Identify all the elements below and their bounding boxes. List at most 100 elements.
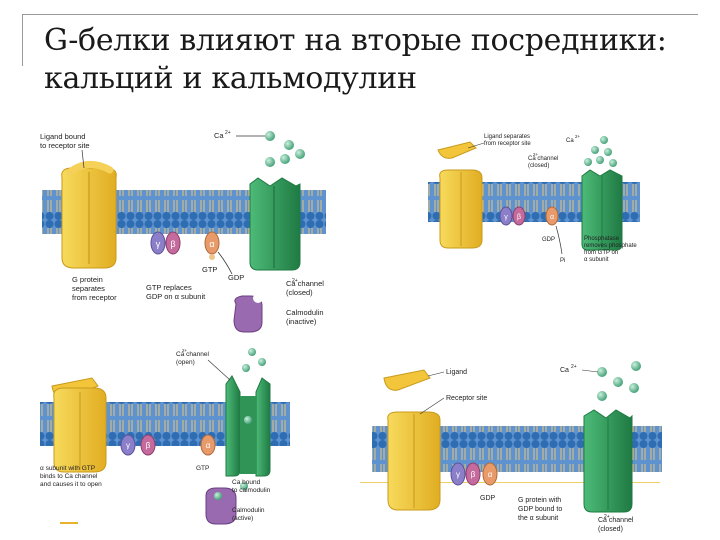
phosphatase-label-3: from GTP on (584, 250, 618, 256)
ligand-separates-label-1: Ligand separates (484, 134, 530, 140)
g-protein-label-2: separates (72, 284, 105, 293)
gamma-label-1: γ (156, 239, 161, 249)
decor-line-bottom-right (360, 482, 660, 483)
ca-ion (596, 156, 604, 164)
channel-open-label-1: Ca channel (176, 351, 209, 358)
ca-ion (609, 159, 617, 167)
leader-line (427, 371, 445, 377)
calcium-channel-3-open (225, 375, 271, 477)
receptor-2 (439, 169, 483, 249)
channel-sup-4: 2+ (604, 514, 610, 520)
gtp-label-1: GTP (202, 265, 217, 274)
channel-sup-2: 2+ (533, 152, 539, 157)
gamma-subunit-4 (450, 462, 466, 486)
ca-ion (597, 367, 607, 377)
slide-title: G-белки влияют на вторые посредники: кал… (44, 22, 704, 98)
alpha-gtp-label-3: and causes it to open (40, 481, 102, 488)
alpha-label-4: α (488, 470, 493, 479)
gamma-subunit-1 (150, 231, 166, 255)
phosphatase-label-1: Phosphatase (584, 236, 620, 242)
channel-sup-1: 2+ (292, 278, 298, 284)
ca-ion (629, 383, 639, 393)
leader-line (419, 397, 445, 415)
ca-sup-2: 2+ (575, 134, 581, 139)
beta-subunit-1 (165, 231, 181, 255)
ligand-2 (437, 141, 477, 159)
channel-closed-label-2-1: Ca channel (528, 156, 558, 162)
cal-active-label-2: (active) (232, 515, 253, 522)
pi-arrow-2 (555, 225, 563, 255)
g-protein-label-1: G protein (72, 275, 103, 284)
g-protein-4: γ β α (450, 462, 498, 486)
ca-ion (265, 157, 275, 167)
gtp-dot-1 (209, 254, 215, 260)
calcium-channel-1 (249, 177, 301, 271)
gdp-arrow-1 (217, 251, 233, 275)
ligand-4 (383, 369, 431, 391)
ca-ion (591, 146, 599, 154)
calcium-ions-4 (597, 361, 641, 401)
alpha-label-3: α (206, 441, 211, 450)
channel-open-label-2: (open) (176, 359, 195, 366)
ca-ion (280, 154, 290, 164)
alpha-subunit-3 (200, 434, 216, 456)
ca-label-2: Ca (566, 138, 574, 144)
ca-ion (244, 416, 252, 424)
g-protein-gdp-label-1: G protein with (518, 497, 561, 504)
receptor-3 (53, 387, 107, 473)
ca-sup-4: 2+ (571, 364, 577, 370)
ca-ion (240, 482, 248, 490)
alpha-label-2: α (550, 214, 554, 221)
gamma-label-3: γ (126, 441, 130, 450)
gtp-replaces-label-2: GDP on α subunit (146, 292, 206, 301)
alpha-subunit-4 (482, 462, 498, 486)
calcium-ions-3 (240, 348, 266, 490)
calmodulin-1 (233, 293, 263, 333)
channel-closed-label-1: Ca channel (286, 279, 324, 288)
panel-4: γ β α Ligand Receptor site Ca 2+ GDP G p… (372, 361, 662, 533)
calmodulin-3-active (205, 487, 237, 525)
ca-label-4: Ca (560, 367, 569, 374)
ca-ion (258, 358, 266, 366)
ligand-separates-label-2: from receptor site (484, 141, 531, 147)
calcium-channel-4 (583, 409, 633, 513)
ligand-bound-label-1: Ligand bound (40, 132, 85, 141)
ca-bound-label-1: Ca bound (232, 479, 261, 486)
leader-line (467, 142, 485, 149)
g-protein-2: γ β α (499, 206, 559, 226)
calcium-ions-1 (265, 131, 305, 167)
decor-line-bottom-left (60, 522, 78, 524)
beta-subunit-4 (465, 462, 481, 486)
gdp-label-2: GDP (542, 237, 555, 243)
gamma-label-4: γ (456, 470, 460, 479)
gamma-subunit-3 (120, 434, 136, 456)
receptor-site-label-4: Receptor site (446, 395, 487, 402)
g-protein-3: γ β α (120, 434, 216, 456)
pi-label-2: Pi (560, 258, 565, 264)
ligand-bound-label-2: to receptor site (40, 141, 90, 150)
beta-subunit-3 (140, 434, 156, 456)
channel-closed-label-2: (closed) (286, 288, 313, 297)
alpha-gtp-label-2: binds to Ca channel (40, 473, 98, 480)
g-protein-label-3: from receptor (72, 293, 117, 302)
gamma-subunit-2 (499, 206, 513, 226)
frame-line-top (22, 14, 698, 15)
leader-line (581, 369, 599, 373)
ca-ion (631, 361, 641, 371)
slide-title-line-1: G-белки влияют на вторые посредники: (44, 23, 667, 58)
frame-line-left (22, 14, 23, 66)
beta-label-2: β (517, 214, 521, 221)
ca-bound-label-2: to calmodulin (232, 487, 271, 494)
alpha-label-1: α (209, 239, 214, 249)
ca-ion (584, 158, 592, 166)
receptor-4 (387, 411, 441, 511)
leader-line (81, 149, 85, 169)
slide-title-line-2: кальций и кальмодулин (44, 61, 417, 96)
gtp-replaces-label-1: GTP replaces (146, 283, 192, 292)
panel-2: γ β α Ligand separates from receptor sit… (428, 134, 640, 264)
alpha-gtp-label-1: α subunit with GTP (40, 465, 95, 472)
ca-ion (248, 348, 256, 356)
ca-sup-1: 2+ (225, 130, 231, 136)
leader-line (207, 359, 231, 381)
gdp-label-1: GDP (228, 273, 244, 282)
